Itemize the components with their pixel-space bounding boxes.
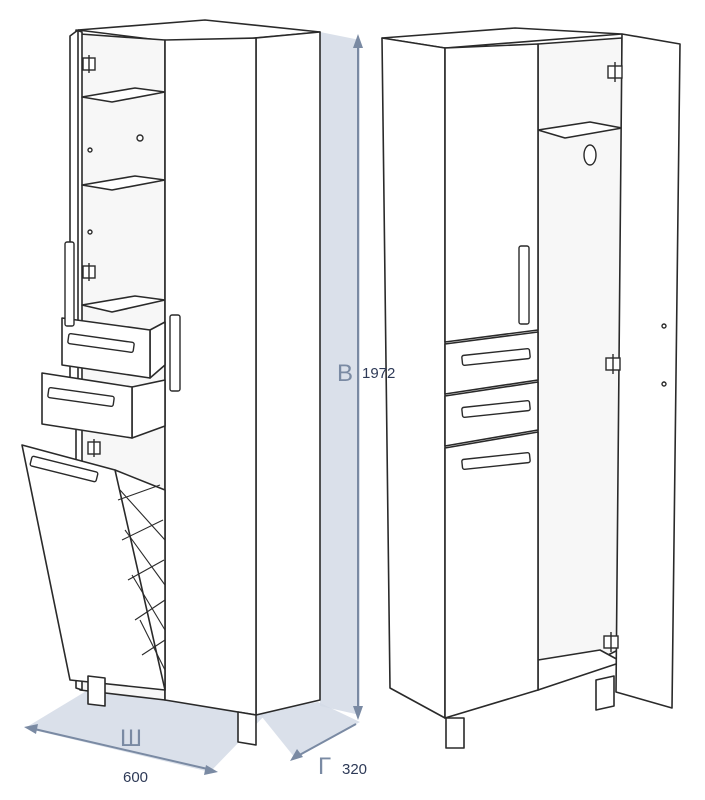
depth-dimension-band bbox=[258, 702, 360, 758]
hinge-icon bbox=[82, 263, 96, 281]
width-arrow-right-icon bbox=[204, 765, 218, 775]
cabinet-leg bbox=[87, 675, 106, 707]
drawer-handle-icon bbox=[461, 347, 531, 367]
door-handle-icon bbox=[461, 451, 531, 471]
depth-arrow-icon bbox=[290, 749, 303, 761]
shelf-pin-icon bbox=[136, 134, 144, 142]
shelf-pin-icon bbox=[661, 323, 667, 329]
right-cabinet-upper-door bbox=[444, 43, 539, 343]
hamper-handle-icon bbox=[29, 455, 99, 483]
height-arrow-top-icon bbox=[353, 34, 363, 48]
cabinet-leg bbox=[595, 675, 615, 711]
width-letter: Ш bbox=[120, 725, 142, 752]
dimension-labels: В 1972 Ш 600 Г 320 bbox=[120, 360, 395, 786]
left-cabinet-side-panel bbox=[255, 31, 321, 716]
shelf-pin-icon bbox=[87, 147, 93, 153]
depth-dimension-line bbox=[293, 723, 357, 759]
door-handle-icon bbox=[64, 241, 75, 327]
height-letter: В bbox=[337, 360, 353, 387]
right-cabinet bbox=[381, 27, 681, 749]
hamper-wire-grid bbox=[117, 484, 166, 671]
laundry-hamper-door bbox=[21, 444, 166, 691]
drawer-handle-icon bbox=[67, 333, 135, 353]
hinge-icon bbox=[82, 55, 96, 73]
dimension-guides bbox=[24, 32, 363, 775]
hinge-icon bbox=[603, 632, 619, 652]
right-cabinet-lower-door bbox=[444, 431, 539, 719]
cabinet-leg bbox=[445, 717, 465, 749]
height-arrow-bottom-icon bbox=[353, 706, 363, 720]
cabinet-leg bbox=[237, 711, 257, 746]
left-cabinet-hardware bbox=[29, 55, 181, 483]
right-cabinet-hardware bbox=[461, 62, 667, 652]
left-cabinet bbox=[21, 19, 321, 746]
width-dimension-line bbox=[29, 727, 213, 771]
depth-letter: Г bbox=[318, 753, 331, 780]
depth-value: 320 bbox=[342, 761, 367, 778]
door-handle-icon bbox=[169, 314, 181, 392]
hinge-icon bbox=[605, 354, 621, 374]
height-dimension-band bbox=[320, 32, 360, 715]
width-arrow-left-icon bbox=[24, 724, 38, 734]
hanger-hook-icon bbox=[583, 144, 597, 166]
drawer-handle-icon bbox=[47, 387, 115, 407]
door-handle-icon bbox=[518, 245, 530, 325]
right-cabinet-open-door bbox=[615, 33, 681, 709]
shelf-pin-icon bbox=[661, 381, 667, 387]
hinge-icon bbox=[607, 62, 623, 82]
shelf-pin-icon bbox=[87, 229, 93, 235]
hinge-icon bbox=[87, 439, 101, 457]
width-dimension-band bbox=[25, 690, 268, 772]
height-value: 1972 bbox=[362, 365, 395, 382]
drawer-handle-icon bbox=[461, 399, 531, 419]
width-value: 600 bbox=[123, 769, 148, 786]
